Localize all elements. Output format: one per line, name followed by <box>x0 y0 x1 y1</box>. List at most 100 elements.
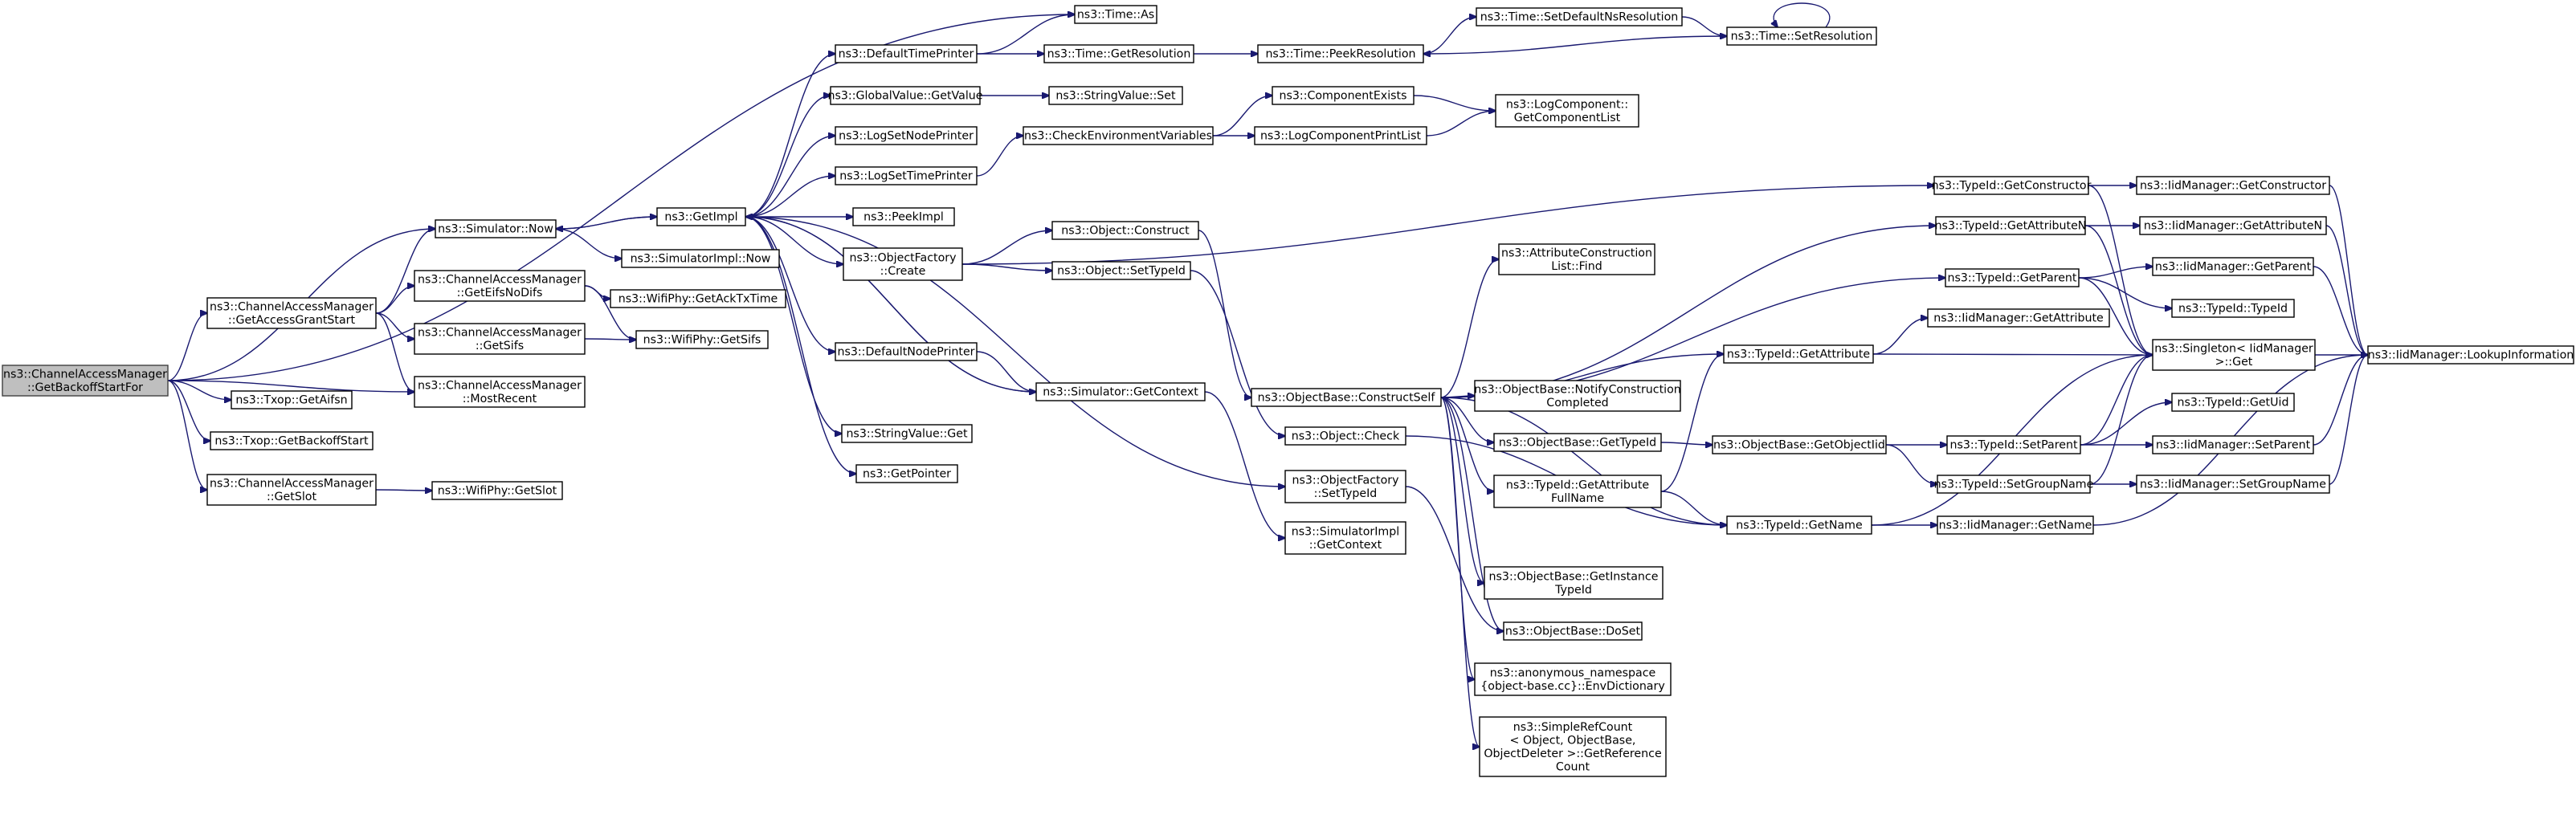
node-box[interactable] <box>1726 515 1872 535</box>
function-node-cam-getslot[interactable]: ns3::ChannelAccessManager::GetSlot <box>206 474 377 506</box>
function-node-obj-check[interactable]: ns3::Object::Check <box>1284 426 1406 446</box>
function-node-tid-getconstructor[interactable]: ns3::TypeId::GetConstructor <box>1932 176 2092 195</box>
function-node-txop-gbs[interactable]: ns3::Txop::GetBackoffStart <box>210 431 374 450</box>
node-box[interactable] <box>1927 308 2110 328</box>
node-box[interactable] <box>1495 94 1639 128</box>
node-box[interactable] <box>1051 221 1199 240</box>
function-node-gv-getvalue[interactable]: ns3::GlobalValue::GetValue <box>828 86 983 105</box>
function-node-tid-getname[interactable]: ns3::TypeId::GetName <box>1726 515 1872 535</box>
function-node-anon-envdict[interactable]: ns3::anonymous_namespace{object-base.cc}… <box>1474 662 1672 696</box>
function-node-obj-settypeid[interactable]: ns3::Object::SetTypeId <box>1051 261 1191 280</box>
function-node-root[interactable]: ns3::ChannelAccessManager::GetBackoffSta… <box>2 365 169 397</box>
function-node-ob-getobjtid[interactable]: ns3::ObjectBase::GetObjectIid <box>1712 435 1887 454</box>
node-box[interactable] <box>1493 475 1662 508</box>
node-box[interactable] <box>830 86 981 105</box>
function-node-dnp[interactable]: ns3::DefaultNodePrinter <box>835 342 978 361</box>
function-node-simimpl-getctx[interactable]: ns3::SimulatorImpl::GetContext <box>1284 521 1406 555</box>
node-box[interactable] <box>1479 716 1667 777</box>
node-box[interactable] <box>1726 26 1877 46</box>
function-node-wp-getsifs[interactable]: ns3::WifiPhy::GetSifs <box>635 330 769 349</box>
node-box[interactable] <box>1023 126 1214 145</box>
function-node-iid-getattr[interactable]: ns3::IidManager::GetAttribute <box>1927 308 2110 328</box>
node-box[interactable] <box>231 390 353 409</box>
function-node-dtp[interactable]: ns3::DefaultTimePrinter <box>835 44 978 63</box>
function-node-time-as[interactable]: ns3::Time::As <box>1074 5 1157 24</box>
node-box[interactable] <box>2 365 169 397</box>
node-box[interactable] <box>841 424 973 443</box>
function-node-cam-getsifs[interactable]: ns3::ChannelAccessManager::GetSifs <box>414 323 586 355</box>
node-box[interactable] <box>2152 339 2316 371</box>
function-node-tid-getuid[interactable]: ns3::TypeId::GetUid <box>2171 393 2295 412</box>
node-box[interactable] <box>2171 393 2295 412</box>
function-node-tid-typeid[interactable]: ns3::TypeId::TypeId <box>2171 299 2295 318</box>
node-box[interactable] <box>206 474 377 506</box>
node-box[interactable] <box>1937 475 2091 494</box>
node-box[interactable] <box>414 376 586 408</box>
function-node-ob-ncc[interactable]: ns3::ObjectBase::NotifyConstructionCompl… <box>1474 380 1681 412</box>
node-box[interactable] <box>2136 176 2330 195</box>
node-box[interactable] <box>1474 662 1672 696</box>
function-node-ob-constructself[interactable]: ns3::ObjectBase::ConstructSelf <box>1251 388 1442 407</box>
node-box[interactable] <box>1945 268 2080 287</box>
function-node-sv-set[interactable]: ns3::StringValue::Set <box>1048 86 1183 105</box>
node-box[interactable] <box>1251 388 1442 407</box>
node-box[interactable] <box>1503 621 1643 641</box>
function-node-of-create[interactable]: ns3::ObjectFactory::Create <box>843 247 963 281</box>
function-node-of-settypeid[interactable]: ns3::ObjectFactory::SetTypeId <box>1284 470 1406 503</box>
function-node-ob-doset[interactable]: ns3::ObjectBase::DoSet <box>1503 621 1643 641</box>
function-node-wp-getslot[interactable]: ns3::WifiPhy::GetSlot <box>431 481 563 500</box>
function-node-sim-now[interactable]: ns3::Simulator::Now <box>435 219 557 238</box>
node-box[interactable] <box>1476 7 1683 26</box>
node-box[interactable] <box>435 219 557 238</box>
node-box[interactable] <box>210 431 374 450</box>
node-box[interactable] <box>431 481 563 500</box>
function-node-sv-get[interactable]: ns3::StringValue::Get <box>841 424 973 443</box>
function-node-peekres[interactable]: ns3::Time::PeekResolution <box>1257 44 1424 63</box>
function-node-sim-getctx[interactable]: ns3::Simulator::GetContext <box>1035 382 1206 401</box>
node-box[interactable] <box>1723 344 1874 364</box>
node-box[interactable] <box>835 166 978 185</box>
node-box[interactable] <box>1946 435 2081 454</box>
node-box[interactable] <box>1048 86 1183 105</box>
node-box[interactable] <box>1937 515 2094 535</box>
node-box[interactable] <box>1284 470 1406 503</box>
node-box[interactable] <box>852 207 955 226</box>
function-node-iid-getparent[interactable]: ns3::IidManager::GetParent <box>2152 257 2314 276</box>
function-node-tid-getattr[interactable]: ns3::TypeId::GetAttribute <box>1723 344 1874 364</box>
node-box[interactable] <box>414 323 586 355</box>
function-node-wp-getacktx[interactable]: ns3::WifiPhy::GetAckTxTime <box>610 289 786 308</box>
node-box[interactable] <box>656 207 746 226</box>
function-node-iid-getname[interactable]: ns3::IidManager::GetName <box>1937 515 2094 535</box>
node-box[interactable] <box>835 44 978 63</box>
node-box[interactable] <box>1935 216 2086 235</box>
function-node-compexists[interactable]: ns3::ComponentExists <box>1272 86 1415 105</box>
function-node-getimpl[interactable]: ns3::GetImpl <box>656 207 746 226</box>
function-node-obj-construct[interactable]: ns3::Object::Construct <box>1051 221 1199 240</box>
function-node-lcgcl[interactable]: ns3::LogComponent::GetComponentList <box>1495 94 1639 128</box>
node-box[interactable] <box>1284 521 1406 555</box>
function-node-iid-setparent[interactable]: ns3::IidManager::SetParent <box>2152 435 2314 454</box>
node-box[interactable] <box>2367 345 2574 365</box>
function-node-cam-geifs[interactable]: ns3::ChannelAccessManager::GetEifsNoDifs <box>414 270 586 302</box>
node-box[interactable] <box>1043 44 1194 63</box>
function-node-cev[interactable]: ns3::CheckEnvironmentVariables <box>1023 126 1214 145</box>
node-box[interactable] <box>2152 257 2314 276</box>
node-box[interactable] <box>1272 86 1415 105</box>
node-box[interactable] <box>1257 44 1424 63</box>
function-node-iid-setgroupname[interactable]: ns3::IidManager::SetGroupName <box>2136 475 2330 494</box>
node-box[interactable] <box>1051 261 1191 280</box>
function-node-lcpl[interactable]: ns3::LogComponentPrintList <box>1254 126 1427 145</box>
function-node-srccount[interactable]: ns3::SimpleRefCount< Object, ObjectBase,… <box>1479 716 1667 777</box>
node-box[interactable] <box>610 289 786 308</box>
node-box[interactable] <box>1712 435 1887 454</box>
node-box[interactable] <box>855 464 958 483</box>
function-node-iid-getattrn[interactable]: ns3::IidManager::GetAttributeN <box>2139 216 2327 235</box>
function-node-txop-aifsn[interactable]: ns3::Txop::GetAifsn <box>231 390 353 409</box>
node-box[interactable] <box>1484 566 1664 600</box>
node-box[interactable] <box>835 126 978 145</box>
node-box[interactable] <box>2136 475 2330 494</box>
function-node-tid-setparent[interactable]: ns3::TypeId::SetParent <box>1946 435 2081 454</box>
function-node-peekimpl[interactable]: ns3::PeekImpl <box>852 207 955 226</box>
function-node-getpointer[interactable]: ns3::GetPointer <box>855 464 958 483</box>
